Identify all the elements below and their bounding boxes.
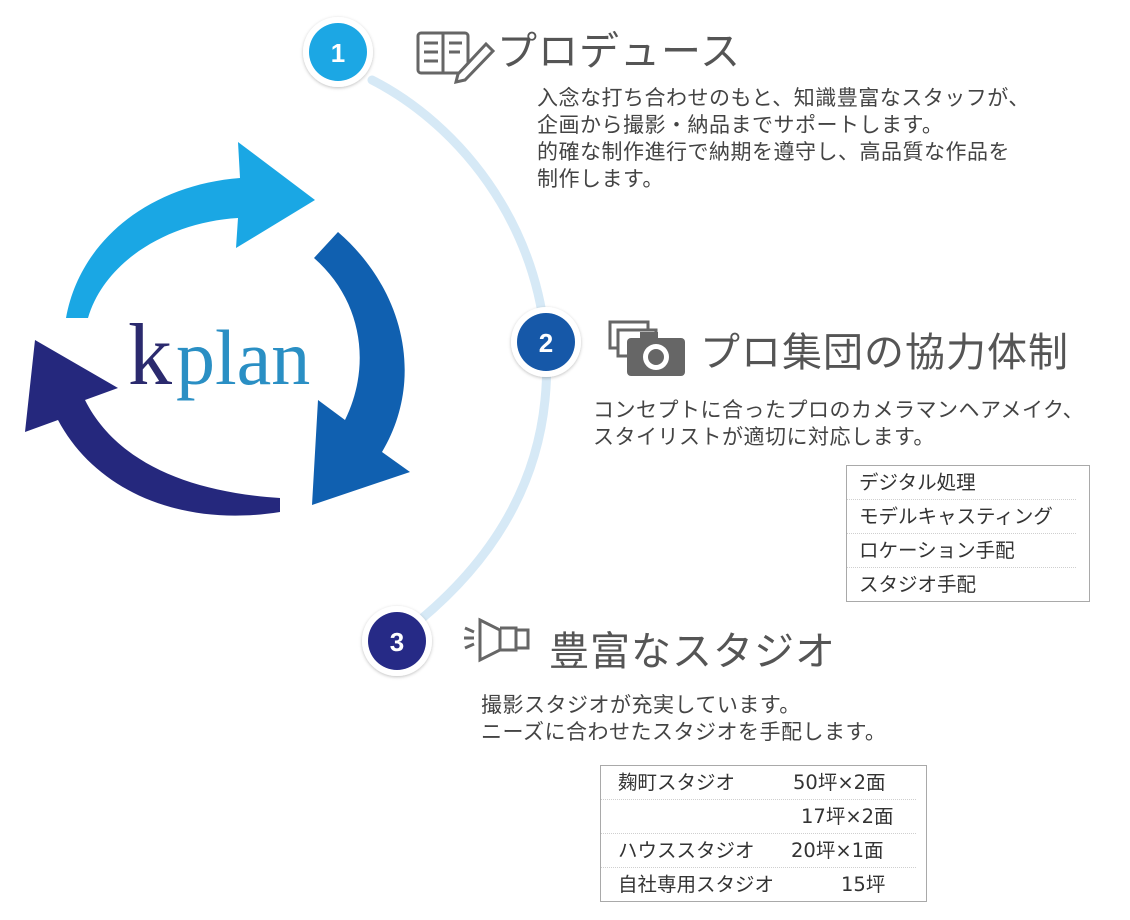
list-item: ロケーション手配 [847,534,1076,568]
step-2-title: プロ集団の協力体制 [700,330,1069,376]
step-1-desc-line: 入念な打ち合わせのもと、知識豊富なスタッフが、 [537,86,1030,110]
step-1-title: プロデュース [497,29,741,75]
step-2-number: 2 [539,328,553,358]
cycle-arrow-right [312,232,410,505]
logo-plan: plan [176,314,310,401]
step-2-badge: 2 [511,307,581,377]
studio-light-icon [464,617,530,663]
studio-table: 麹町スタジオ 50坪×2面 17坪×2面 ハウススタジオ 20坪×1面 自社専用… [600,765,927,902]
table-row: ハウススタジオ 20坪×1面 [601,834,916,868]
step-3-badge: 3 [362,606,432,676]
step-1-badge: 1 [303,17,373,87]
step-3-desc-line: 撮影スタジオが充実しています。 [481,693,801,717]
step-1-number: 1 [331,38,345,68]
studio-size: 15坪 [841,873,886,896]
table-row: 自社専用スタジオ 15坪 [601,868,916,901]
kplan-logo: k plan [128,307,310,404]
list-item: スタジオ手配 [859,573,977,596]
step-2-desc-line: コンセプトに合ったプロのカメラマンヘアメイク、 [593,398,1085,422]
step-1-desc-line: 制作します。 [537,167,664,191]
table-row: 17坪×2面 [601,800,916,834]
services-list: デジタル処理 モデルキャスティング ロケーション手配 スタジオ手配 [846,465,1090,602]
studio-name: 麹町スタジオ [618,771,736,794]
list-item: デジタル処理 [847,466,1076,500]
studio-name: 自社専用スタジオ [618,873,775,896]
cycle-arrows [25,142,410,516]
studio-size: 50坪×2面 [793,771,886,794]
timeline-arc [367,75,552,625]
step-1-desc-line: 企画から撮影・納品までサポートします。 [537,113,944,137]
notebook-pencil-icon [416,31,496,84]
step-3-desc-line: ニーズに合わせたスタジオを手配します。 [481,720,887,744]
step-3-title: 豊富なスタジオ [549,629,836,675]
step-1-description: 入念な打ち合わせのもと、知識豊富なスタッフが、 企画から撮影・納品までサポートし… [537,85,1030,193]
step-2-description: コンセプトに合ったプロのカメラマンヘアメイク、 スタイリストが適切に対応します。 [593,397,1084,451]
cycle-arrow-left [25,340,280,516]
studio-size: 17坪×2面 [801,805,894,828]
step-3-number: 3 [390,627,404,657]
step-2-desc-line: スタイリストが適切に対応します。 [593,425,935,449]
step-1-desc-line: 的確な制作進行で納期を遵守し、高品質な作品を [537,140,1010,164]
list-item: モデルキャスティング [847,500,1076,534]
studio-size: 20坪×1面 [791,839,884,862]
camera-photos-icon [608,320,685,376]
step-3-description: 撮影スタジオが充実しています。 ニーズに合わせたスタジオを手配します。 [481,692,886,746]
cycle-arrow-top [66,142,315,318]
table-row: 麹町スタジオ 50坪×2面 [601,766,916,800]
studio-name: ハウススタジオ [618,839,755,862]
logo-k: k [128,307,172,404]
